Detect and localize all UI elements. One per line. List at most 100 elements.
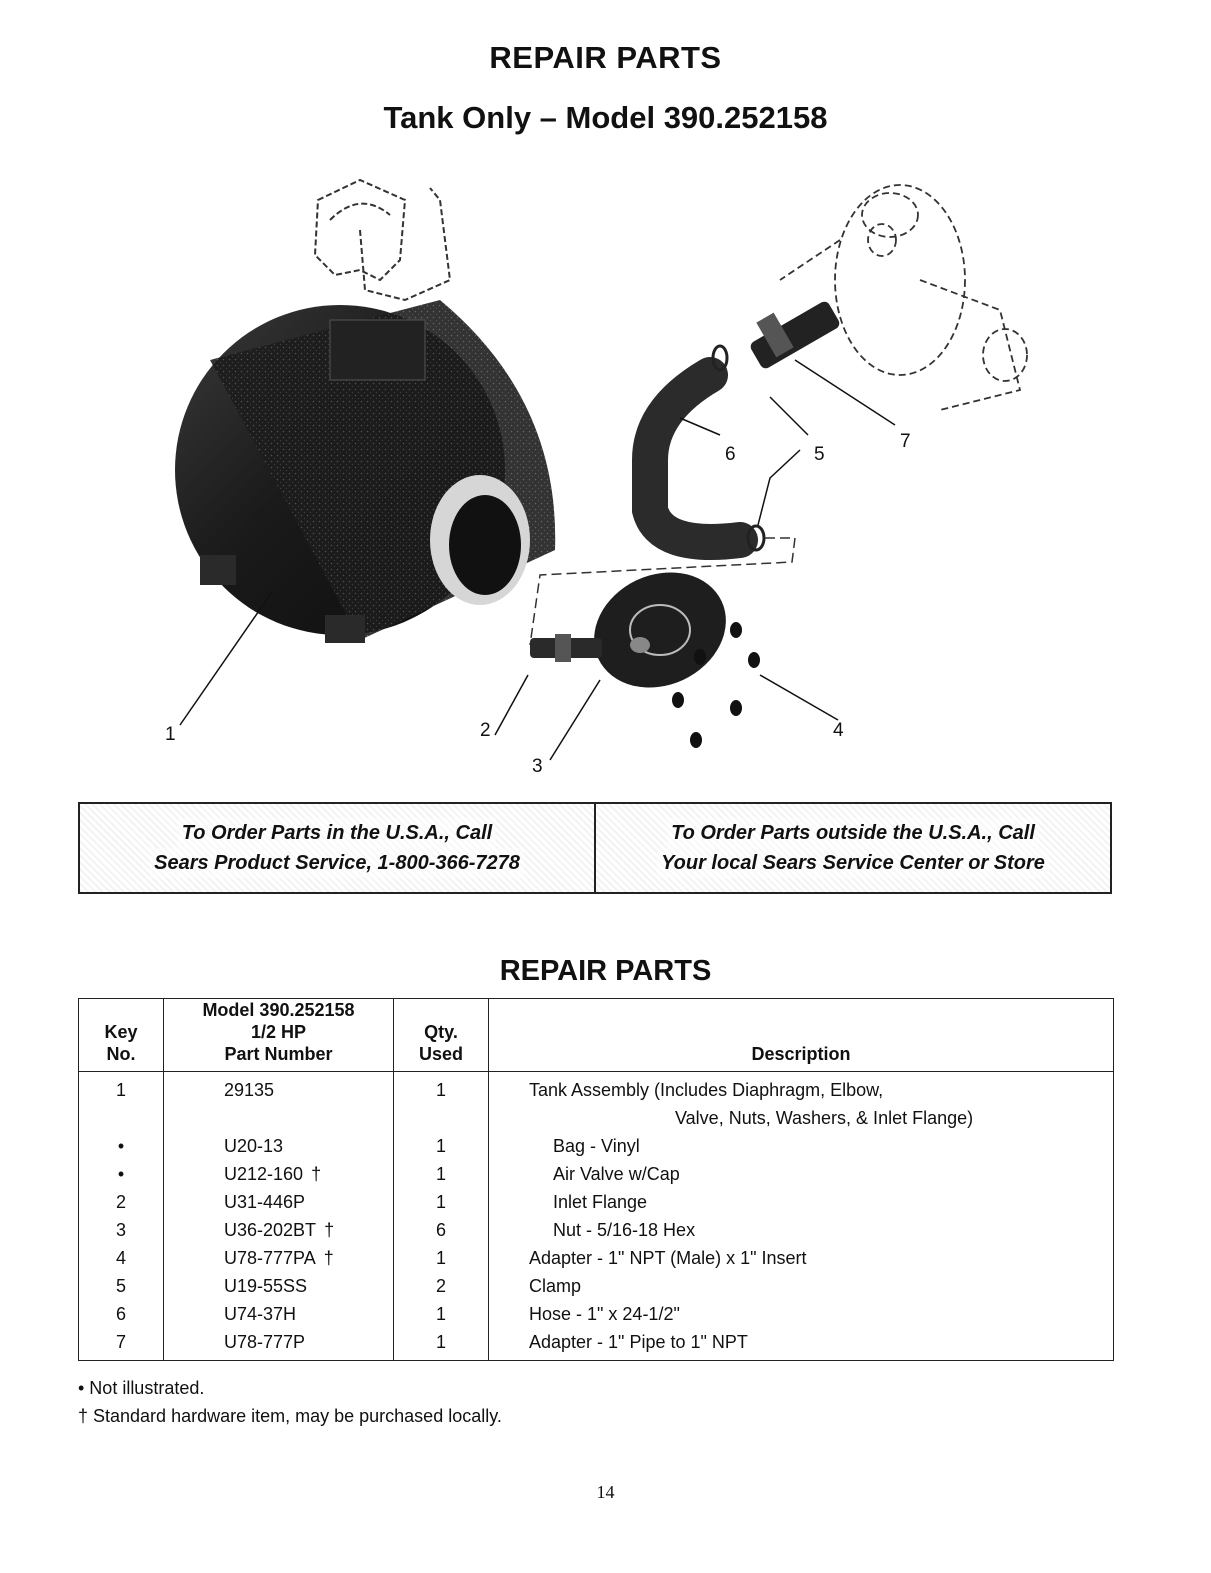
cell-key: 5 (78, 1272, 164, 1300)
cell-description: Adapter - 1" Pipe to 1" NPT (488, 1328, 1114, 1361)
callout-2: 2 (480, 720, 491, 741)
cell-key: 6 (78, 1300, 164, 1328)
cell-qty: 1 (393, 1328, 489, 1361)
cell-part-number: 29135 (163, 1071, 394, 1132)
header-key: Key No. (78, 998, 164, 1072)
callout-labels: 1 2 3 4 5 6 7 (165, 431, 911, 777)
description-text: Bag - Vinyl (553, 1136, 640, 1156)
inlet-flange (594, 572, 726, 688)
description-text: Nut - 5/16-18 Hex (553, 1220, 696, 1240)
hex-nuts (672, 622, 760, 748)
order-outside-line2: Your local Sears Service Center or Store (657, 848, 1049, 878)
cell-qty: 6 (393, 1216, 489, 1244)
table-row: 6 U74-37H 1 Hose - 1" x 24-1/2" (78, 1300, 1114, 1328)
description-text: Clamp (529, 1276, 582, 1296)
cell-key: 7 (78, 1328, 164, 1361)
footnote-standard-hardware: † Standard hardware item, may be purchas… (78, 1406, 502, 1426)
description-text: Inlet Flange (553, 1192, 648, 1212)
dagger-mark: † (311, 1164, 322, 1184)
cell-part-number: U78-777PA† (163, 1244, 394, 1272)
pump-housing (779, 184, 1028, 411)
order-usa-line1: To Order Parts in the U.S.A., Call (177, 818, 497, 848)
order-usa-line2: Sears Product Service, 1-800-366-7278 (150, 848, 524, 878)
callout-1: 1 (165, 724, 176, 745)
dagger-mark: † (324, 1220, 335, 1240)
part-number: U212-160 (224, 1164, 304, 1184)
cell-key: 4 (78, 1244, 164, 1272)
callout-7: 7 (900, 431, 911, 452)
cell-qty: 1 (393, 1160, 489, 1188)
callout-3: 3 (532, 756, 543, 777)
cell-description: Adapter - 1" NPT (Male) x 1" Insert (488, 1244, 1114, 1272)
leader-lines (179, 359, 896, 761)
cell-description: Air Valve w/Cap (488, 1160, 1114, 1188)
header-key-line2: No. (106, 1044, 136, 1064)
cell-part-number: U212-160 † (163, 1160, 394, 1188)
header-part-line3: Part Number (224, 1044, 333, 1064)
cell-description: Nut - 5/16-18 Hex (488, 1216, 1114, 1244)
order-usa-cell: To Order Parts in the U.S.A., Call Sears… (80, 804, 594, 892)
callout-6: 6 (725, 444, 736, 465)
cell-key: 2 (78, 1188, 164, 1216)
clamps (711, 344, 766, 552)
header-qty: Qty. Used (393, 998, 489, 1072)
part-number: 29135 (224, 1080, 275, 1100)
table-row: 5 U19-55SS 2 Clamp (78, 1272, 1114, 1300)
header-part-line2: 1/2 HP (250, 1022, 307, 1042)
cell-part-number: U78-777P (163, 1328, 394, 1361)
hose (632, 357, 758, 560)
tank-stand (313, 178, 452, 302)
connection-lines (529, 537, 796, 646)
cell-qty: 1 (393, 1244, 489, 1272)
cell-key: • (78, 1132, 164, 1160)
cell-qty: 2 (393, 1272, 489, 1300)
cell-description: Hose - 1" x 24-1/2" (488, 1300, 1114, 1328)
header-qty-line1: Qty. (424, 1022, 458, 1042)
adapter-pipe-to-npt (750, 301, 840, 369)
parts-table-header: Key No. Model 390.252158 1/2 HP Part Num… (78, 998, 1114, 1072)
description-text: Adapter - 1" Pipe to 1" NPT (529, 1332, 748, 1352)
cell-qty: 1 (393, 1071, 489, 1132)
cell-qty: 1 (393, 1188, 489, 1216)
tank-inlet-opening (430, 475, 530, 605)
parts-table: Key No. Model 390.252158 1/2 HP Part Num… (78, 998, 1114, 1361)
description-text: Hose - 1" x 24-1/2" (529, 1304, 680, 1324)
cell-part-number: U74-37H (163, 1300, 394, 1328)
description-continuation: Valve, Nuts, Washers, & Inlet Flange) (675, 1108, 974, 1128)
order-outside-line1: To Order Parts outside the U.S.A., Call (667, 818, 1039, 848)
header-qty-line2: Used (418, 1044, 463, 1064)
order-info-box: To Order Parts in the U.S.A., Call Sears… (78, 802, 1112, 894)
cell-key: • (78, 1160, 164, 1188)
cell-description: Bag - Vinyl (488, 1132, 1114, 1160)
cell-qty: 1 (393, 1132, 489, 1160)
cell-description: Clamp (488, 1272, 1114, 1300)
cell-qty: 1 (393, 1300, 489, 1328)
part-number: U36-202BT (224, 1220, 317, 1240)
table-row: • U212-160 † 1 Air Valve w/Cap (78, 1160, 1114, 1188)
cell-part-number: U19-55SS (163, 1272, 394, 1300)
tank (175, 300, 556, 643)
description-text: Air Valve w/Cap (553, 1164, 680, 1184)
header-description: Description (488, 998, 1114, 1072)
header-key-line1: Key (104, 1022, 138, 1042)
footnote-not-illustrated: • Not illustrated. (78, 1378, 205, 1398)
cell-description: Tank Assembly (Includes Diaphragm, Elbow… (488, 1071, 1114, 1132)
exploded-parts-diagram: 1 2 3 4 5 6 7 (165, 178, 1028, 777)
page-title: REPAIR PARTS (489, 40, 722, 75)
part-number: U78-777PA (224, 1248, 316, 1268)
adapter-npt-insert (530, 634, 602, 662)
model-subtitle: Tank Only – Model 390.252158 (383, 100, 828, 135)
callout-5: 5 (814, 444, 825, 465)
cell-part-number: U31-446P (163, 1188, 394, 1216)
part-number: U19-55SS (224, 1276, 308, 1296)
part-number: U74-37H (224, 1304, 297, 1324)
cell-description: Inlet Flange (488, 1188, 1114, 1216)
order-outside-cell: To Order Parts outside the U.S.A., Call … (594, 804, 1110, 892)
